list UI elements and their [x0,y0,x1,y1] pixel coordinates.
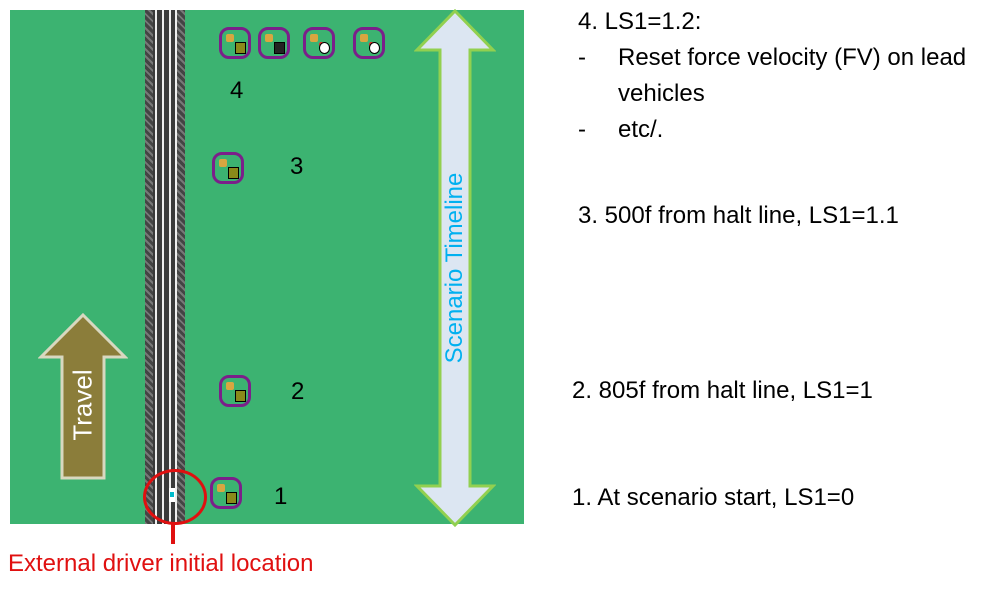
road-shoulder [177,10,185,524]
road [145,10,185,524]
marker-3: 3 [290,153,304,180]
trigger-icon [219,375,251,407]
lane-line [162,10,164,524]
travel-label: Travel [67,369,98,441]
marker-4: 4 [230,77,244,104]
road-shoulder [145,10,153,524]
trigger-icon [219,27,251,59]
marker-1: 1 [274,483,288,510]
driver-location-label: External driver initial location [8,550,314,577]
trigger-icon [212,152,244,184]
marker-2: 2 [291,378,305,405]
driver-pointer-line [171,522,175,544]
note-4-item: - etc/. [578,112,978,148]
trigger-icon [303,27,335,59]
trigger-icon [258,27,290,59]
travel-arrow [38,312,128,480]
note-step-3: 3. 500f from halt line, LS1=1.1 [578,202,899,229]
lane-line [175,10,177,524]
note-step-1: 1. At scenario start, LS1=0 [572,484,855,511]
bullet: - [578,116,586,143]
note-4-item: - Reset force velocity (FV) on lead vehi… [578,40,978,112]
driver-location-circle [143,469,207,525]
lane-line [169,10,171,524]
note-step-2: 2. 805f from halt line, LS1=1 [572,377,873,404]
trigger-icon [210,477,242,509]
note-step-4: 4. LS1=1.2: - Reset force velocity (FV) … [578,4,978,148]
lane-line [155,10,157,524]
trigger-icon [353,27,385,59]
bullet: - [578,44,586,71]
timeline-label: Scenario Timeline [441,172,468,364]
timeline-arrow [414,8,496,528]
note-4-title: 4. LS1=1.2: [578,8,702,35]
